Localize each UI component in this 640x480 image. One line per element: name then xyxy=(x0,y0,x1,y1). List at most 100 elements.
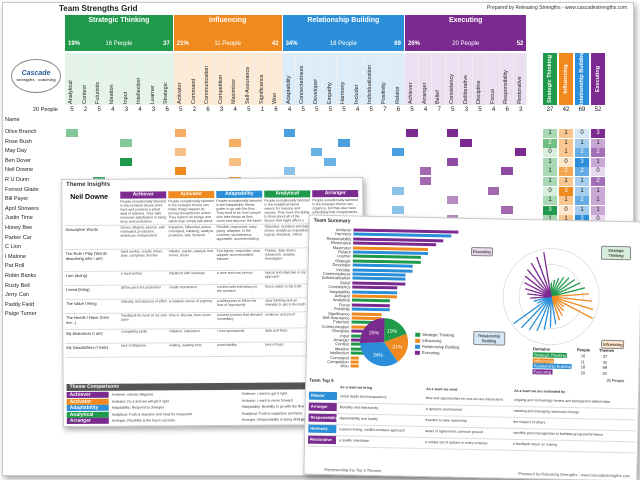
theme-count: 3 xyxy=(151,107,156,113)
insights-theme-4: Arranger xyxy=(312,189,359,198)
radar-ring xyxy=(502,248,600,345)
domain-table-cell: 37 xyxy=(602,353,608,359)
strength-cell xyxy=(514,148,527,157)
tc-text-a: Achiever: intense diligence xyxy=(111,392,154,397)
theme-name: Command xyxy=(190,78,197,104)
person-name: Ben Dover xyxy=(5,157,31,164)
top5-text: social depth and transparency xyxy=(339,394,387,400)
theme-count: 3 xyxy=(124,107,129,113)
domain-radar-chart xyxy=(502,248,600,345)
theme-name: Positivity xyxy=(381,82,388,104)
top5-header: As a team we are motivated by xyxy=(514,388,566,394)
theme-column-header: Context xyxy=(78,53,93,105)
insights-row-label: I am (doing) xyxy=(65,272,88,279)
bar-mark xyxy=(352,290,398,294)
theme-count: 5 xyxy=(179,107,183,113)
summary-footer-right: Prepared by Releasing Strengths - www.ca… xyxy=(518,470,631,479)
top5-theme-0: Relator xyxy=(308,391,338,401)
radar-spoke xyxy=(527,293,552,298)
domain-name: Influencing xyxy=(209,17,247,24)
insights-cell-text: create momentum xyxy=(168,285,198,290)
domain-table-cell: 11 xyxy=(580,358,585,364)
insights-cell-text: initiation, interaction xyxy=(169,329,201,334)
top5-text: areas of agreement, common ground xyxy=(425,429,483,435)
person-name: Robin Banks xyxy=(5,273,37,279)
theme-count: 5 xyxy=(369,107,373,113)
person-name: Pat Roll xyxy=(5,263,25,270)
legend-swatch xyxy=(415,338,421,343)
domain-table-cell: 52 xyxy=(602,370,608,376)
cascade-logo: Cascade strengths · coaching xyxy=(11,59,61,93)
strength-cell xyxy=(338,138,350,147)
pie-slice xyxy=(360,318,385,344)
radar-spoke xyxy=(513,296,552,325)
theme-column-header: Command xyxy=(187,53,201,105)
tc-text-b: Analytical: Truth is subjective and fact… xyxy=(241,411,302,416)
top5-text: ongoing and increasingly honest and tran… xyxy=(513,397,611,404)
insights-row-label: I need (bring) xyxy=(65,286,90,293)
summary-value: 1 xyxy=(575,138,589,148)
theme-column-header: Responsibility xyxy=(500,53,514,105)
insights-cell-text: Hard worker, results driven, doer, compl… xyxy=(120,249,164,258)
strength-cell xyxy=(174,167,187,176)
strength-cell xyxy=(406,129,418,137)
insights-cell-text: lack of diligence xyxy=(121,343,147,348)
insights-row-label: Descriptive Words xyxy=(65,226,98,233)
theme-column-header: Self-Assurance xyxy=(241,53,256,105)
top5-text: flexibility and interactivity xyxy=(339,405,379,411)
theme-count: 6 xyxy=(396,107,401,113)
insights-person-name: Neil Downe xyxy=(70,193,109,201)
summary-value: 1 xyxy=(575,186,589,196)
insights-cell-text: clear thinking and an intensity to get t… xyxy=(264,298,306,307)
insights-row-label: My Dissatisfiers (I hate) xyxy=(66,344,109,351)
insights-cell-text: completing tasks xyxy=(121,329,148,334)
theme-count: 6 xyxy=(165,107,169,113)
radar-label-executing: Executing xyxy=(470,246,493,257)
theme-name: Adaptability xyxy=(285,75,292,104)
summary-value: 1 xyxy=(575,177,589,186)
theme-name: Input xyxy=(122,91,129,104)
top5-theme-1: Arranger xyxy=(308,402,337,412)
radar-spoke xyxy=(551,295,592,302)
pie-slice-label: 34% xyxy=(373,353,384,359)
top5-header: As a team we bring xyxy=(340,385,373,390)
insights-row-label: The Needs I Have (Give me...) xyxy=(66,314,110,326)
theme-count: 3 xyxy=(519,107,523,113)
theme-count: 7 xyxy=(383,107,387,113)
pie-legend-item: Relationship Building xyxy=(414,344,459,350)
theme-comparison-2: Adaptability xyxy=(66,404,109,412)
strength-cell xyxy=(501,205,513,214)
theme-name: Belief xyxy=(435,90,442,104)
insights-cell-text: intensity and stamina of effort xyxy=(120,299,167,304)
theme-name: Strategic xyxy=(163,82,170,104)
radar-spoke xyxy=(536,256,552,297)
legend-label: Influencing xyxy=(422,337,442,344)
person-name: Bill Payer xyxy=(5,196,29,203)
person-name: Rusty Bell xyxy=(5,282,30,289)
person-name: Jerry Can xyxy=(5,292,29,299)
insights-cell-text: Driven, diligent, intense, self-motivate… xyxy=(120,225,166,238)
insights-cell-text: People exceptionally talented in the Ach… xyxy=(120,199,167,224)
person-name: Honey Bee xyxy=(5,225,33,231)
theme-name: Analytical xyxy=(68,80,75,104)
theme-name: Connectedness xyxy=(299,65,306,104)
insights-footer: Notes — 1 xyxy=(67,418,87,425)
insights-cell-text: lack of logic xyxy=(265,342,284,347)
domain-count: 37 xyxy=(163,41,170,47)
insights-row-label: My Motivators (I am) xyxy=(66,330,103,337)
domain-table-cell: Executing xyxy=(532,368,553,375)
summary-header-label: Strategic Thinking xyxy=(547,55,553,103)
theme-column-header: Deliberative xyxy=(459,53,473,105)
theme-count: 4 xyxy=(233,107,237,113)
domain-table-header: Domains xyxy=(532,346,550,352)
theme-column-header: Includer xyxy=(350,53,365,105)
domain-table-cell: 18 xyxy=(580,364,586,370)
insights-row-label: The Role I Play (Words describing who I … xyxy=(65,250,107,262)
domain-table-cell: 69 xyxy=(602,364,608,370)
person-name: Justin Time xyxy=(5,215,33,222)
theme-name: Significance xyxy=(258,74,265,104)
theme-column-header: Competition xyxy=(214,53,229,105)
strength-cell xyxy=(283,129,296,137)
